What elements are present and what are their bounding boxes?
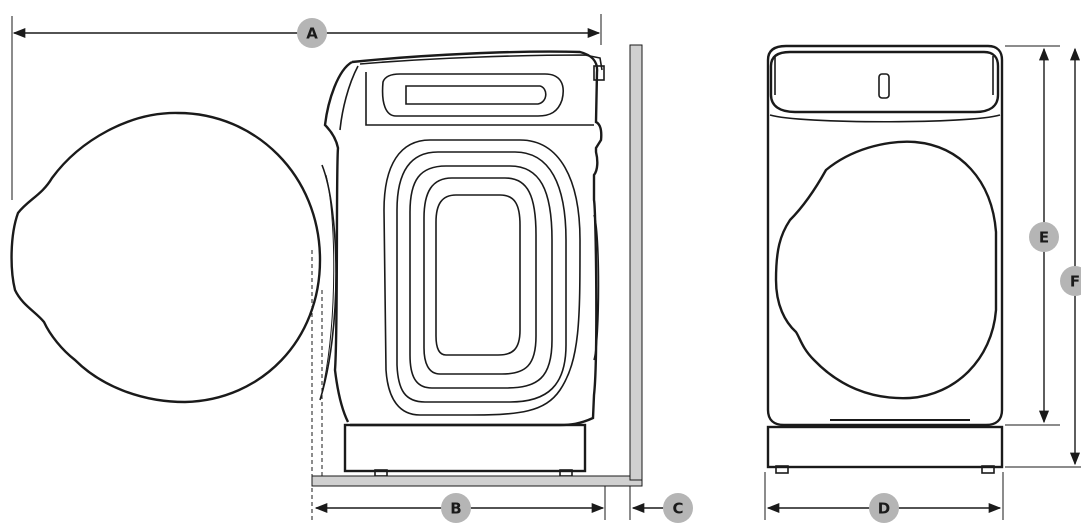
- badge-d-label: D: [878, 500, 890, 518]
- control-panel: [365, 72, 594, 126]
- open-door-outline: [10, 111, 322, 404]
- badge-d: D: [869, 493, 899, 523]
- badge-c-label: C: [672, 500, 683, 518]
- badge-e: E: [1029, 222, 1059, 252]
- badge-c: C: [663, 493, 693, 523]
- front-bezel: [323, 60, 353, 423]
- floor: [311, 475, 643, 487]
- door-handle: [878, 73, 890, 99]
- badge-f-label: F: [1070, 273, 1080, 291]
- badge-a: A: [297, 18, 327, 48]
- side-view: [10, 14, 668, 522]
- front-pedestal: [766, 425, 1004, 469]
- washer-body: [350, 50, 603, 427]
- door-window: [383, 139, 581, 416]
- badge-e-label: E: [1039, 229, 1049, 247]
- front-control-panel: [769, 50, 1000, 114]
- front-view: [764, 44, 1081, 520]
- badge-a-label: A: [306, 25, 318, 43]
- badge-b-label: B: [450, 500, 461, 518]
- front-door: [774, 140, 998, 400]
- badge-f: F: [1060, 266, 1081, 296]
- wall: [629, 44, 643, 481]
- badge-b: B: [441, 493, 471, 523]
- front-body: [766, 44, 1004, 427]
- pedestal: [343, 423, 587, 473]
